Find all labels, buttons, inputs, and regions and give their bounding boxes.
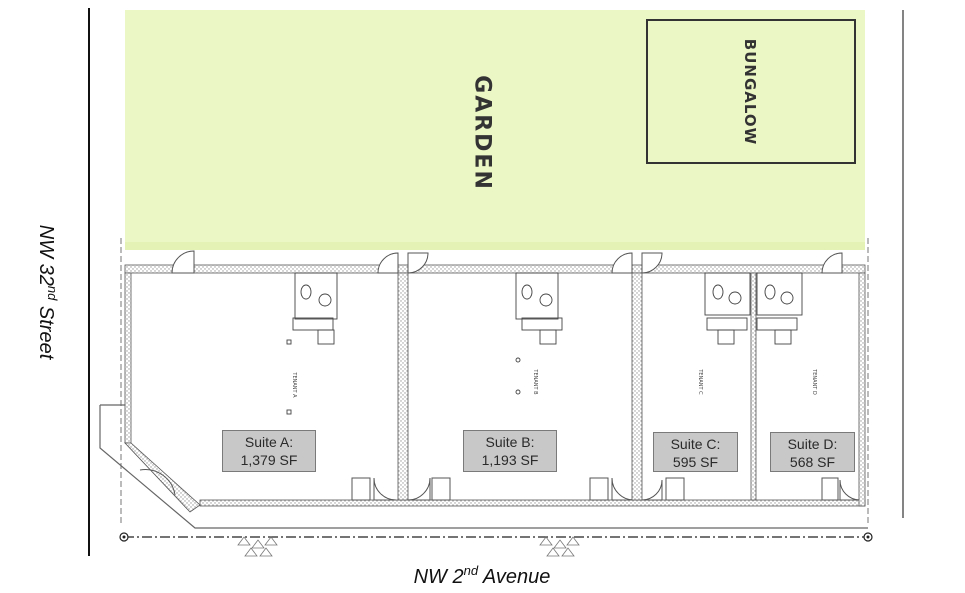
garden-label: GARDEN — [469, 75, 495, 191]
door-arc — [431, 477, 451, 501]
tenant-tag-a: TENANT A — [291, 372, 297, 398]
door-arc — [839, 479, 861, 501]
door-arc — [665, 477, 685, 501]
door-arc — [171, 250, 195, 274]
garden-edge — [125, 242, 865, 250]
tree-symbol — [539, 536, 580, 557]
door-arc — [373, 477, 397, 501]
door-arc — [407, 252, 429, 274]
street-label-left: NW 32nd Street — [35, 224, 60, 360]
bungalow-label: BUNGALOW — [741, 38, 759, 146]
door-arc — [351, 477, 371, 501]
suite-b-area: 1,193 SF — [481, 452, 539, 468]
door-arc — [407, 477, 431, 501]
door-arc — [821, 477, 839, 501]
survey-marker — [866, 535, 870, 539]
door-arc — [641, 479, 663, 501]
restroom-a — [292, 272, 338, 345]
survey-marker — [122, 535, 126, 539]
suite-b-name: Suite B: — [485, 434, 535, 450]
suite-c-area: 595 SF — [672, 454, 719, 470]
restroom-b — [515, 272, 563, 345]
east-wall — [858, 272, 866, 507]
tree-symbol — [237, 536, 278, 557]
south-wall — [199, 499, 866, 507]
door-arc — [589, 477, 609, 501]
bungalow-outline — [646, 19, 856, 164]
demising-wall-ab — [397, 272, 409, 501]
demising-wall-bc — [631, 272, 643, 501]
corner-door — [139, 469, 176, 496]
suite-c-label[interactable]: Suite C: 595 SF — [653, 432, 738, 472]
suite-b-label[interactable]: Suite B: 1,193 SF — [463, 430, 557, 472]
suite-d-name: Suite D: — [787, 436, 838, 452]
column-marker — [515, 389, 521, 395]
suite-c-name: Suite C: — [670, 436, 721, 452]
column-marker — [286, 339, 292, 345]
suite-d-label[interactable]: Suite D: 568 SF — [770, 432, 855, 472]
door-arc — [611, 477, 635, 501]
tenant-tag-b: TENANT B — [532, 369, 538, 395]
suite-a-area: 1,379 SF — [240, 452, 298, 468]
column-marker — [286, 409, 292, 415]
door-arc — [641, 252, 663, 274]
column-marker — [515, 357, 521, 363]
outer-curb — [99, 404, 868, 529]
suite-a-name: Suite A: — [244, 434, 294, 450]
suite-d-area: 568 SF — [789, 454, 836, 470]
street-label-bottom: NW 2nd Avenue — [413, 563, 551, 588]
corner-entry — [124, 442, 201, 513]
tenant-tag-c: TENANT C — [697, 369, 703, 395]
door-arc — [611, 252, 633, 274]
door-arc — [377, 252, 399, 274]
restroom-d — [756, 272, 803, 345]
tenant-tag-d: TENANT D — [811, 369, 817, 395]
demising-wall-cd — [750, 272, 757, 501]
restroom-c — [704, 272, 751, 345]
north-wall — [124, 264, 866, 274]
suite-a-label[interactable]: Suite A: 1,379 SF — [222, 430, 316, 472]
door-arc — [821, 252, 843, 274]
garden-area — [125, 10, 865, 250]
west-wall — [124, 272, 132, 444]
